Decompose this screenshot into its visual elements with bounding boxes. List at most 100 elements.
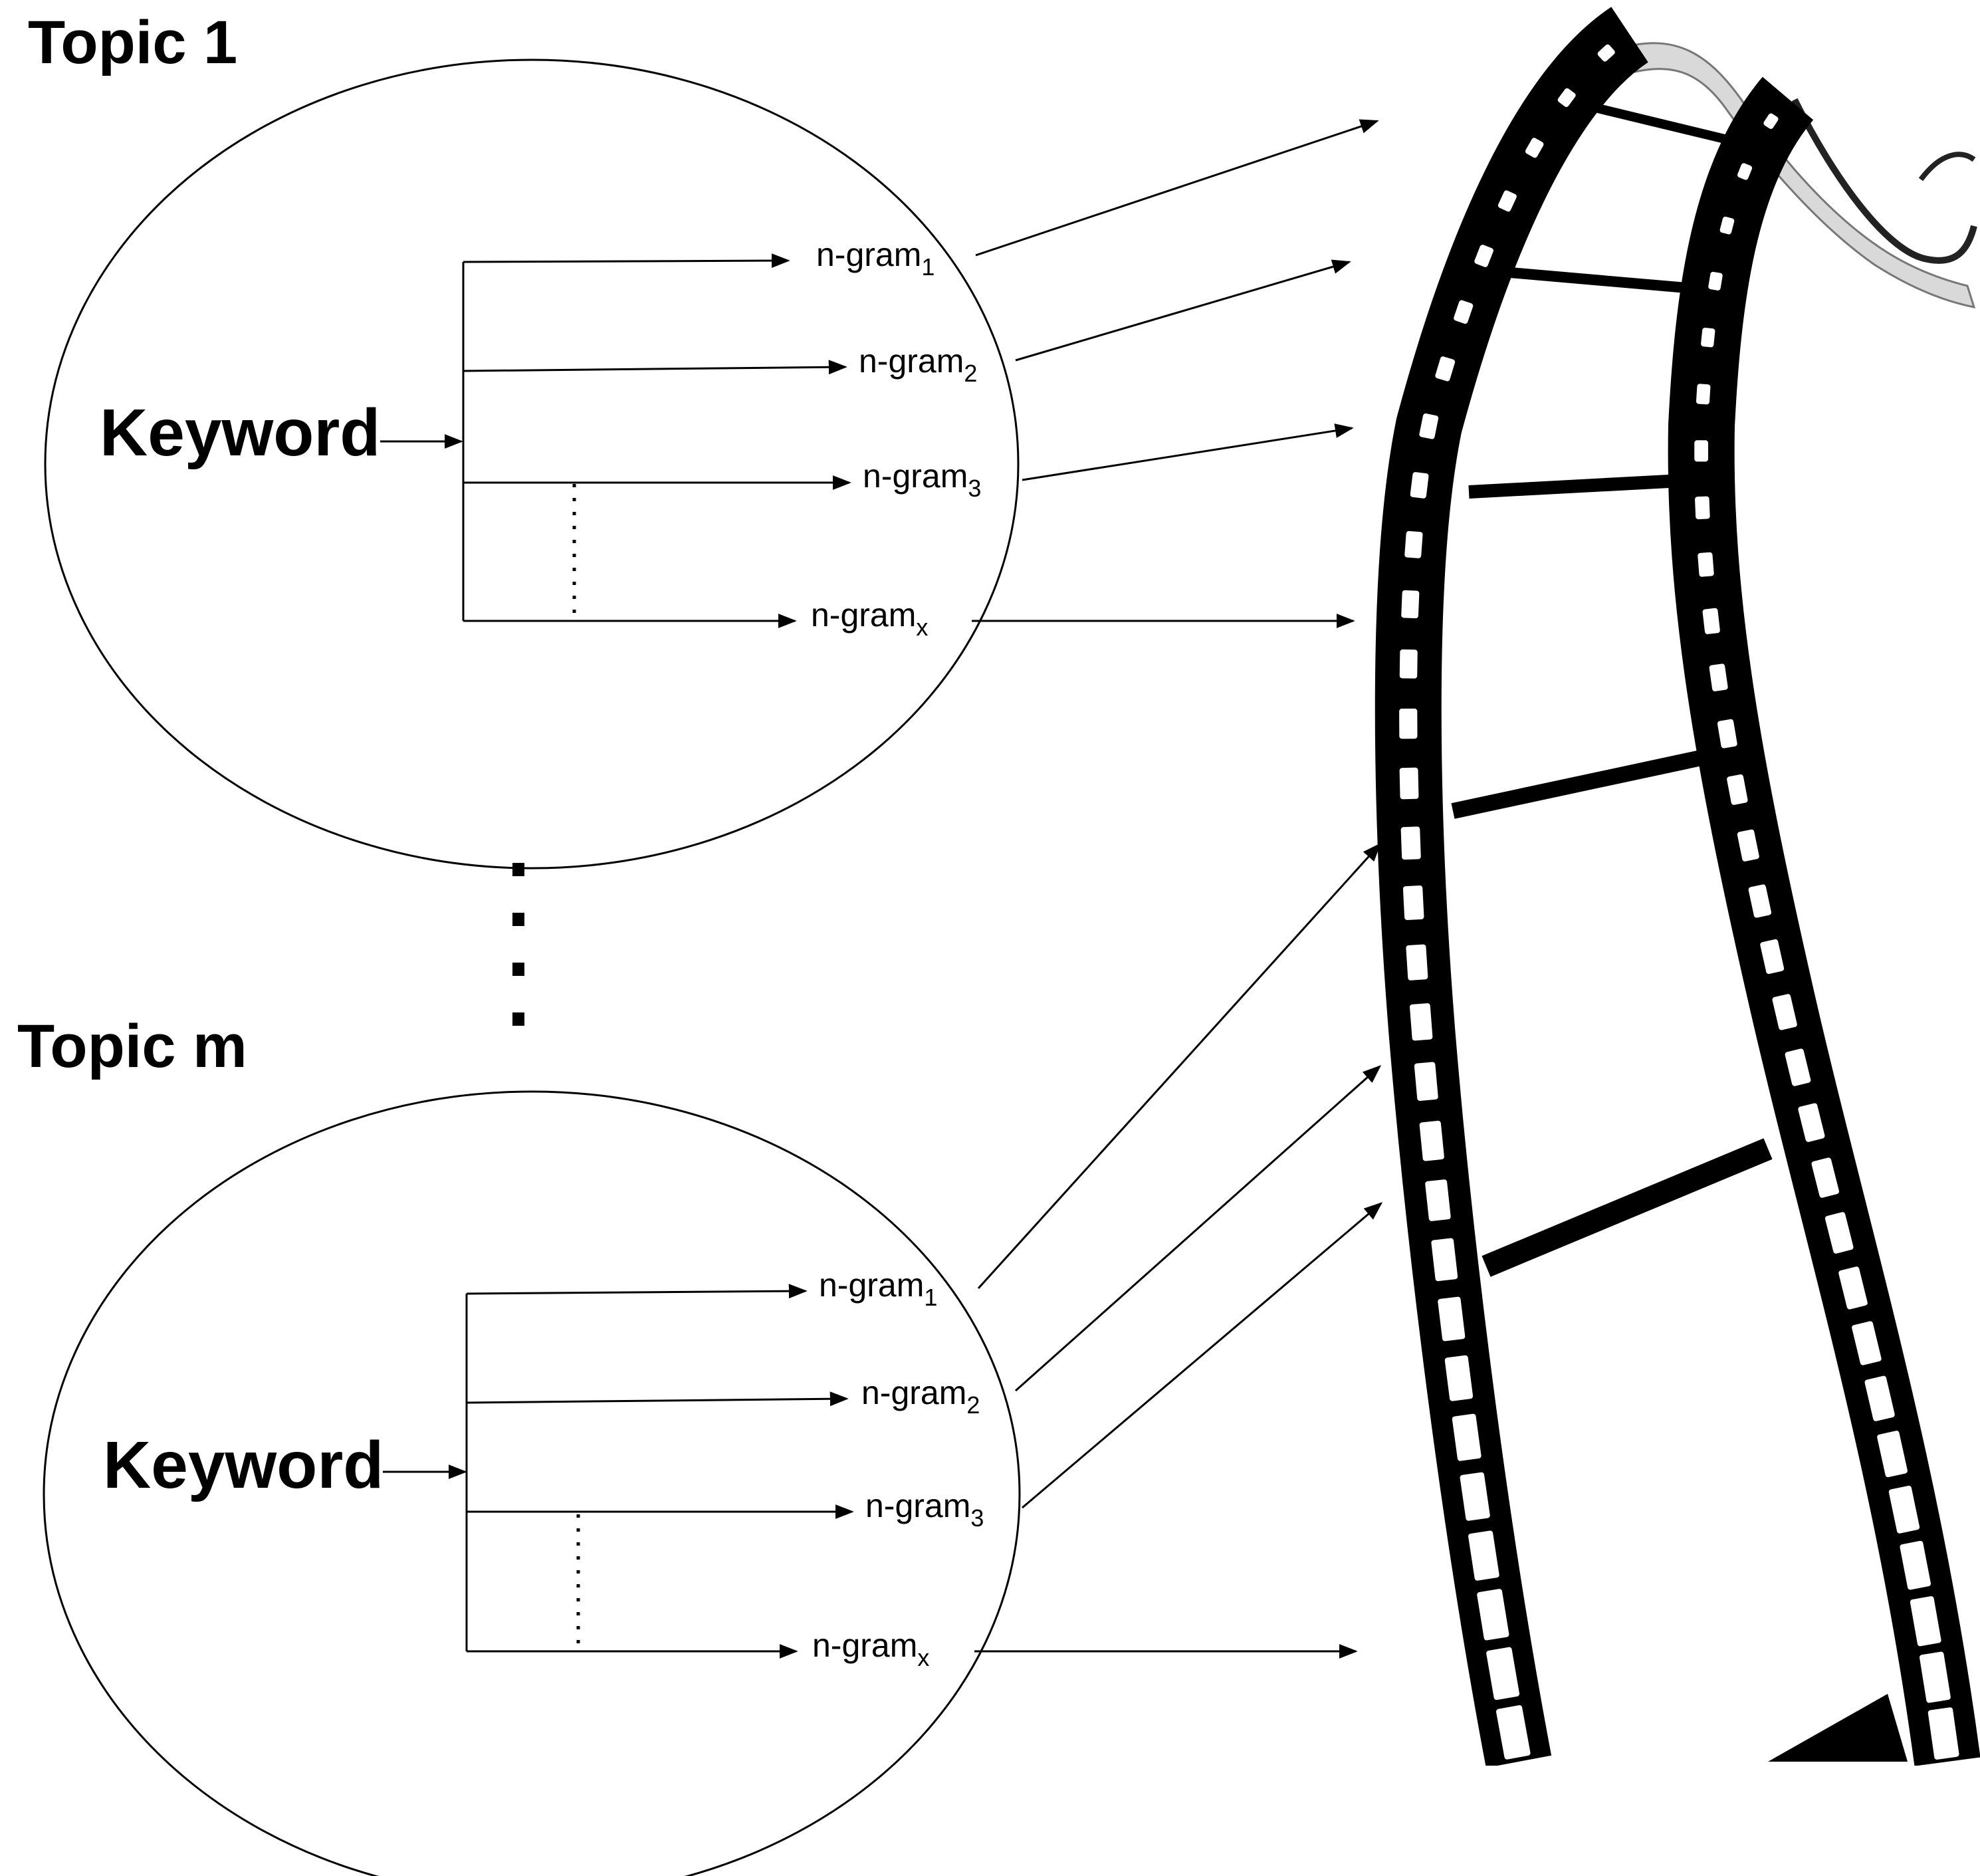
film-sprocket-holes-right	[1694, 113, 1959, 1760]
film-sprocket-hole	[1431, 1238, 1458, 1282]
film-sprocket-hole	[1737, 829, 1759, 862]
film-sprocket-hole	[1811, 1157, 1840, 1198]
film-tail-curl	[1918, 152, 1976, 181]
film-sprocket-hole	[1708, 271, 1723, 291]
film-crossbar	[1468, 473, 1694, 499]
topic-group-1: Topic 1 Keyword n-gram1 n-gram2 n-gram3 …	[28, 9, 1379, 870]
film-strip-icon	[1375, 7, 1980, 1768]
film-sprocket-hole	[1435, 356, 1456, 382]
outgoing-arrow-ngram-2	[1015, 259, 1351, 362]
ngram-label-2: n-gram2	[861, 1374, 980, 1419]
film-sprocket-hole	[1452, 1413, 1482, 1461]
film-sprocket-hole	[1497, 190, 1517, 212]
outgoing-arrow-ngram-1	[977, 842, 1381, 1290]
film-sprocket-hole	[1468, 1530, 1499, 1581]
keyword-label: Keyword	[103, 1428, 384, 1502]
film-sprocket-hole	[1444, 1355, 1474, 1401]
film-sprocket-hole	[1477, 1589, 1509, 1641]
film-bottom-mask	[1363, 1766, 1980, 1876]
film-sprocket-hole	[1702, 608, 1720, 634]
film-sprocket-hole	[1695, 496, 1710, 520]
film-sprocket-hole	[1709, 663, 1728, 691]
film-sprocket-hole	[1557, 88, 1576, 107]
film-sprocket-hole	[1717, 719, 1737, 749]
film-sprocket-hole	[1727, 774, 1748, 805]
film-sprocket-hole	[1737, 163, 1753, 180]
film-crossbar	[1594, 103, 1751, 150]
film-tail-curl	[1791, 98, 1977, 264]
film-tail-ribbon	[1620, 42, 1976, 308]
film-sprocket-hole	[1425, 1179, 1451, 1221]
film-sprocket-hole	[1701, 327, 1715, 348]
ngram-label-1: n-gram1	[816, 236, 935, 281]
film-sprocket-hole	[1419, 413, 1439, 439]
film-sprocket-hole	[1824, 1212, 1854, 1254]
film-sprocket-hole	[1525, 138, 1544, 158]
ngram-label-1: n-gram1	[819, 1266, 937, 1311]
film-sprocket-hole	[1838, 1266, 1868, 1310]
film-sprocket-hole	[1698, 552, 1714, 577]
film-sprocket-hole	[1877, 1431, 1908, 1478]
film-sprocket-hole	[1496, 1705, 1531, 1760]
film-sprocket-hole	[1410, 1003, 1433, 1041]
film-sprocket-hole	[1414, 1062, 1438, 1101]
ngram-label-2: n-gram2	[859, 342, 977, 387]
topic-title: Topic 1	[28, 9, 237, 76]
film-crossbar	[1509, 267, 1710, 295]
outgoing-arrow-ngram-2	[1015, 1065, 1382, 1392]
branch-arrow-ngram-1	[466, 1284, 808, 1299]
topic-title: Topic m	[17, 1012, 247, 1080]
film-sprocket-hole	[1719, 216, 1735, 235]
film-crossbar	[1451, 747, 1715, 819]
outgoing-arrow-ngram-1	[975, 119, 1379, 257]
film-sprocket-hole	[1400, 826, 1421, 860]
film-sprocket-hole	[1910, 1596, 1941, 1647]
film-sprocket-hole	[1696, 384, 1711, 405]
film-sprocket-hole	[1919, 1651, 1951, 1703]
film-sprocket-hole	[1772, 994, 1797, 1030]
film-sprocket-hole	[1900, 1540, 1931, 1590]
branch-arrow-ngram-2	[463, 360, 847, 375]
ngram-label-x: n-gramx	[811, 596, 928, 641]
film-crossbar	[1482, 1138, 1773, 1277]
film-sprocket-hole	[1460, 1472, 1490, 1521]
film-sprocket-holes-left	[1399, 44, 1615, 1760]
film-sprocket-hole	[1399, 708, 1418, 739]
outgoing-arrow-ngram-3	[1022, 423, 1354, 481]
film-sprocket-hole	[1410, 472, 1429, 499]
ngram-label-x: n-gramx	[812, 1627, 929, 1671]
film-sprocket-hole	[1438, 1296, 1466, 1342]
topic-ellipse	[44, 59, 1020, 870]
film-rail-left	[1375, 7, 1649, 1768]
film-sprocket-hole	[1399, 767, 1419, 800]
film-sprocket-hole	[1399, 649, 1418, 679]
film-sprocket-hole	[1852, 1321, 1882, 1365]
film-sprocket-hole	[1404, 530, 1423, 558]
film-sprocket-hole	[1419, 1120, 1444, 1161]
film-sprocket-hole	[1864, 1375, 1895, 1421]
film-sprocket-hole	[1454, 300, 1474, 324]
ngram-label-3: n-gram3	[865, 1487, 984, 1532]
keyword-label: Keyword	[100, 396, 380, 470]
branch-arrow-ngram-2	[466, 1391, 849, 1407]
film-sprocket-hole	[1927, 1707, 1959, 1760]
film-sprocket-hole	[1474, 245, 1493, 267]
film-sprocket-hole	[1406, 944, 1428, 981]
film-sprocket-hole	[1694, 440, 1709, 462]
film-sprocket-hole	[1785, 1048, 1811, 1086]
film-sprocket-hole	[1760, 939, 1785, 975]
film-sprocket-hole	[1888, 1485, 1920, 1534]
topic-ellipse	[43, 1090, 1021, 1876]
outgoing-arrow-ngram-3	[1022, 1202, 1383, 1509]
ngram-label-3: n-gram3	[863, 457, 981, 502]
film-sprocket-hole	[1402, 885, 1424, 920]
branch-arrow-ngram-1	[463, 253, 790, 269]
film-sprocket-hole	[1763, 113, 1779, 129]
film-sprocket-hole	[1597, 44, 1615, 62]
film-sprocket-hole	[1798, 1103, 1825, 1142]
topic-group-m: Topic m Keyword n-gram1 n-gram2 n-gram3 …	[17, 842, 1383, 1876]
film-sprocket-hole	[1401, 590, 1420, 619]
film-crossbar	[1768, 1694, 1908, 1762]
film-sprocket-hole	[1748, 884, 1772, 918]
